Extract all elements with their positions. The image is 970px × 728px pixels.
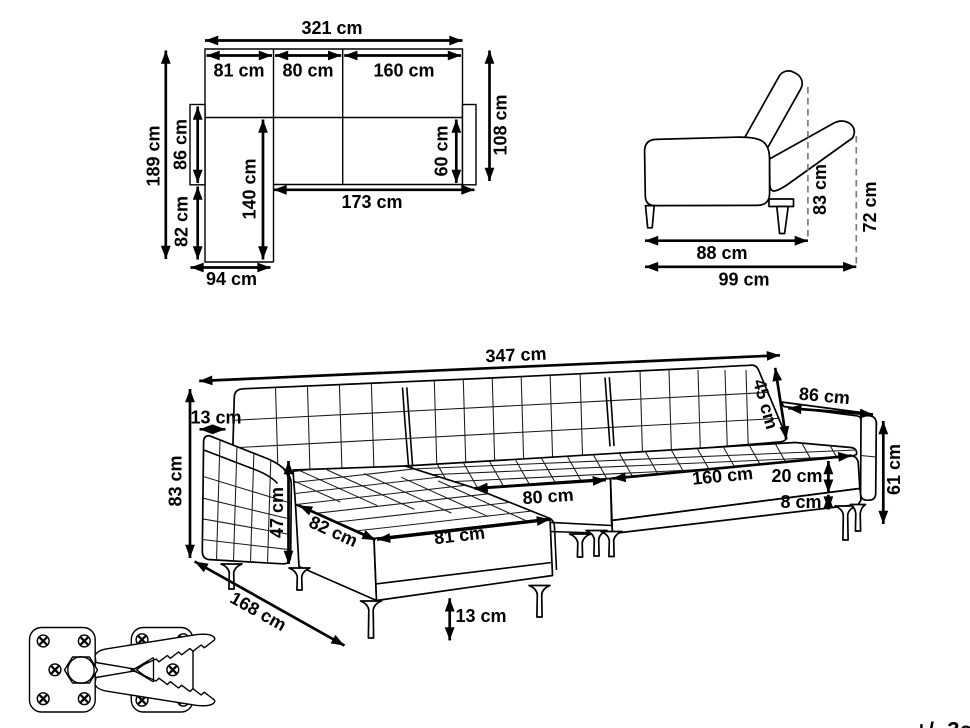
svg-text:60 cm: 60 cm xyxy=(431,125,451,176)
svg-text:83 cm: 83 cm xyxy=(810,164,830,215)
svg-text:82 cm: 82 cm xyxy=(171,196,191,247)
svg-text:80 cm: 80 cm xyxy=(282,60,333,80)
svg-text:189 cm: 189 cm xyxy=(143,125,163,186)
svg-text:13 cm: 13 cm xyxy=(455,606,506,626)
svg-text:108 cm: 108 cm xyxy=(490,94,510,155)
svg-text:83 cm: 83 cm xyxy=(165,455,185,506)
svg-text:160 cm: 160 cm xyxy=(373,60,434,80)
svg-text:80 cm: 80 cm xyxy=(522,485,574,509)
svg-text:86 cm: 86 cm xyxy=(798,384,851,408)
svg-text:20 cm: 20 cm xyxy=(771,466,822,486)
svg-text:140 cm: 140 cm xyxy=(239,158,259,219)
svg-text:72 cm: 72 cm xyxy=(860,181,880,232)
svg-text:94 cm: 94 cm xyxy=(206,269,257,289)
svg-text:47 cm: 47 cm xyxy=(267,487,287,538)
svg-text:+/- 3cm: +/- 3cm xyxy=(915,718,970,728)
svg-text:99 cm: 99 cm xyxy=(718,269,769,289)
svg-text:347 cm: 347 cm xyxy=(485,344,547,367)
svg-text:81 cm: 81 cm xyxy=(213,60,264,80)
svg-text:168 cm: 168 cm xyxy=(227,588,290,635)
svg-text:86 cm: 86 cm xyxy=(170,119,190,170)
svg-text:321 cm: 321 cm xyxy=(301,18,362,38)
svg-text:13 cm: 13 cm xyxy=(190,407,241,427)
svg-text:173 cm: 173 cm xyxy=(341,192,402,212)
svg-text:88 cm: 88 cm xyxy=(696,243,747,263)
svg-text:61 cm: 61 cm xyxy=(884,444,904,495)
svg-text:8 cm: 8 cm xyxy=(780,492,821,512)
